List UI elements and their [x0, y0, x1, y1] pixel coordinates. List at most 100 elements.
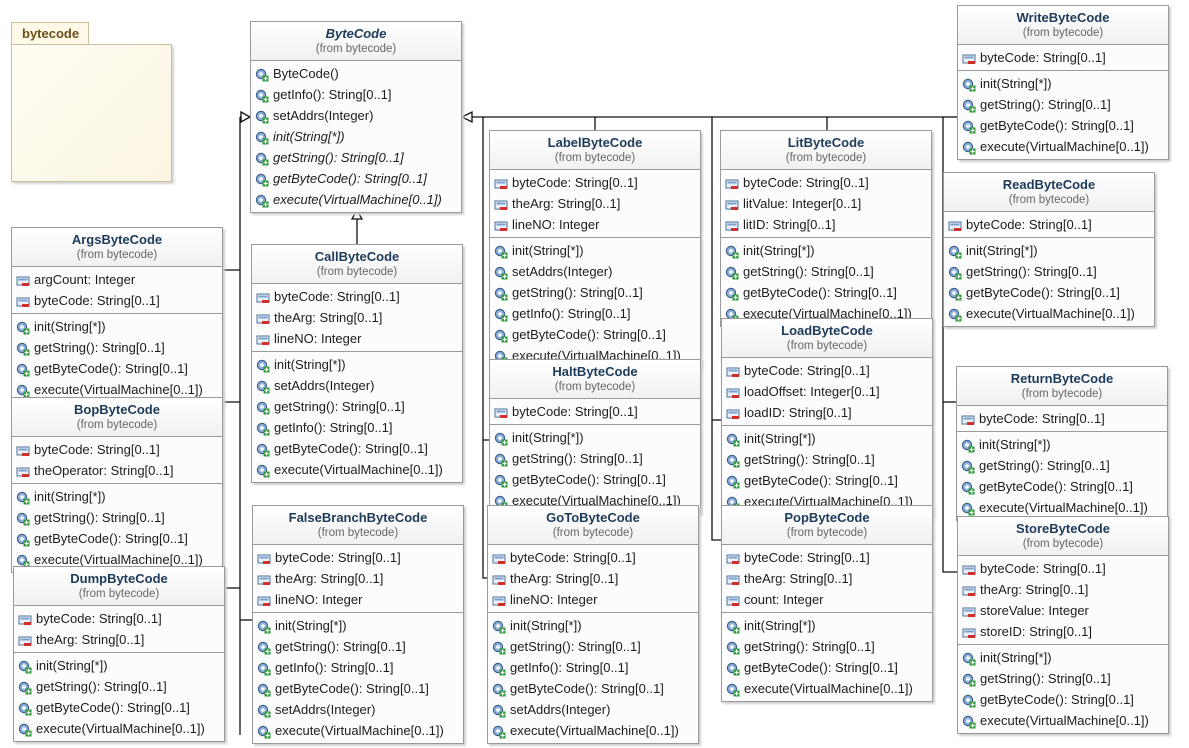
operation-row[interactable]: getInfo(): String[0..1]: [251, 84, 461, 105]
attribute-row[interactable]: byteCode: String[0..1]: [14, 608, 224, 629]
attribute-row[interactable]: theArg: String[0..1]: [14, 629, 224, 650]
operation-row[interactable]: getByteCode(): String[0..1]: [944, 282, 1154, 303]
class-box-false-branch-byte-code[interactable]: FalseBranchByteCode(from bytecode)byteCo…: [252, 505, 464, 744]
attribute-row[interactable]: byteCode: String[0..1]: [488, 547, 698, 568]
class-box-lit-byte-code[interactable]: LitByteCode(from bytecode)byteCode: Stri…: [720, 130, 932, 327]
operation-row[interactable]: getByteCode(): String[0..1]: [14, 697, 224, 718]
operation-row[interactable]: setAddrs(Integer): [488, 699, 698, 720]
operation-row[interactable]: getByteCode(): String[0..1]: [722, 470, 932, 491]
operation-row[interactable]: execute(VirtualMachine[0..1]): [253, 720, 463, 741]
operation-row[interactable]: getString(): String[0..1]: [490, 448, 700, 469]
operation-row[interactable]: getString(): String[0..1]: [12, 337, 222, 358]
operation-row[interactable]: init(String[*]): [490, 240, 700, 261]
operation-row[interactable]: execute(VirtualMachine[0..1]): [958, 710, 1168, 731]
class-box-bop-byte-code[interactable]: BopByteCode(from bytecode)byteCode: Stri…: [11, 397, 223, 573]
operation-row[interactable]: execute(VirtualMachine[0..1]): [944, 303, 1154, 324]
attribute-row[interactable]: theArg: String[0..1]: [722, 568, 932, 589]
class-box-return-byte-code[interactable]: ReturnByteCode(from bytecode)byteCode: S…: [956, 366, 1168, 521]
attribute-row[interactable]: byteCode: String[0..1]: [958, 558, 1168, 579]
operation-row[interactable]: init(String[*]): [944, 240, 1154, 261]
operation-row[interactable]: getString(): String[0..1]: [958, 668, 1168, 689]
operation-row[interactable]: execute(VirtualMachine[0..1]): [14, 718, 224, 739]
class-box-read-byte-code[interactable]: ReadByteCode(from bytecode)byteCode: Str…: [943, 172, 1155, 327]
class-box-halt-byte-code[interactable]: HaltByteCode(from bytecode)byteCode: Str…: [489, 359, 701, 514]
attribute-row[interactable]: theOperator: String[0..1]: [12, 460, 222, 481]
operation-row[interactable]: getString(): String[0..1]: [12, 507, 222, 528]
operation-row[interactable]: getByteCode(): String[0..1]: [957, 476, 1167, 497]
operation-row[interactable]: execute(VirtualMachine[0..1]): [12, 549, 222, 570]
operation-row[interactable]: setAddrs(Integer): [490, 261, 700, 282]
attribute-row[interactable]: storeID: String[0..1]: [958, 621, 1168, 642]
operation-row[interactable]: execute(VirtualMachine[0..1]): [488, 720, 698, 741]
operation-row[interactable]: init(String[*]): [721, 240, 931, 261]
attribute-row[interactable]: byteCode: String[0..1]: [722, 360, 932, 381]
attribute-row[interactable]: argCount: Integer: [12, 269, 222, 290]
attribute-row[interactable]: theArg: String[0..1]: [252, 307, 462, 328]
attribute-row[interactable]: byteCode: String[0..1]: [12, 439, 222, 460]
operation-row[interactable]: init(String[*]): [12, 486, 222, 507]
operation-row[interactable]: ByteCode(): [251, 63, 461, 84]
operation-row[interactable]: getByteCode(): String[0..1]: [490, 469, 700, 490]
class-box-byte-code[interactable]: ByteCode(from bytecode)ByteCode()getInfo…: [250, 21, 462, 213]
operation-row[interactable]: init(String[*]): [12, 316, 222, 337]
operation-row[interactable]: getByteCode(): String[0..1]: [12, 358, 222, 379]
attribute-row[interactable]: byteCode: String[0..1]: [957, 408, 1167, 429]
operation-row[interactable]: init(String[*]): [253, 615, 463, 636]
attribute-row[interactable]: lineNO: Integer: [490, 214, 700, 235]
package-tab[interactable]: bytecode: [11, 22, 89, 45]
attribute-row[interactable]: byteCode: String[0..1]: [944, 214, 1154, 235]
attribute-row[interactable]: litID: String[0..1]: [721, 214, 931, 235]
operation-row[interactable]: init(String[*]): [958, 647, 1168, 668]
operation-row[interactable]: getString(): String[0..1]: [490, 282, 700, 303]
class-box-go-to-byte-code[interactable]: GoToByteCode(from bytecode)byteCode: Str…: [487, 505, 699, 744]
operation-row[interactable]: setAddrs(Integer): [252, 375, 462, 396]
operation-row[interactable]: getByteCode(): String[0..1]: [12, 528, 222, 549]
operation-row[interactable]: getString(): String[0..1]: [251, 147, 461, 168]
operation-row[interactable]: execute(VirtualMachine[0..1]): [722, 678, 932, 699]
class-box-label-byte-code[interactable]: LabelByteCode(from bytecode)byteCode: St…: [489, 130, 701, 369]
attribute-row[interactable]: lineNO: Integer: [252, 328, 462, 349]
operation-row[interactable]: execute(VirtualMachine[0..1]): [957, 497, 1167, 518]
class-box-pop-byte-code[interactable]: PopByteCode(from bytecode)byteCode: Stri…: [721, 505, 933, 702]
operation-row[interactable]: getInfo(): String[0..1]: [252, 417, 462, 438]
operation-row[interactable]: getString(): String[0..1]: [488, 636, 698, 657]
operation-row[interactable]: execute(VirtualMachine[0..1]): [251, 189, 461, 210]
operation-row[interactable]: init(String[*]): [722, 615, 932, 636]
operation-row[interactable]: execute(VirtualMachine[0..1]): [12, 379, 222, 400]
class-box-call-byte-code[interactable]: CallByteCode(from bytecode)byteCode: Str…: [251, 244, 463, 483]
operation-row[interactable]: init(String[*]): [488, 615, 698, 636]
attribute-row[interactable]: count: Integer: [722, 589, 932, 610]
attribute-row[interactable]: byteCode: String[0..1]: [12, 290, 222, 311]
operation-row[interactable]: getString(): String[0..1]: [958, 94, 1168, 115]
attribute-row[interactable]: theArg: String[0..1]: [253, 568, 463, 589]
operation-row[interactable]: getByteCode(): String[0..1]: [252, 438, 462, 459]
operation-row[interactable]: getByteCode(): String[0..1]: [253, 678, 463, 699]
operation-row[interactable]: getByteCode(): String[0..1]: [958, 689, 1168, 710]
attribute-row[interactable]: lineNO: Integer: [253, 589, 463, 610]
operation-row[interactable]: getString(): String[0..1]: [722, 449, 932, 470]
operation-row[interactable]: getByteCode(): String[0..1]: [721, 282, 931, 303]
operation-row[interactable]: init(String[*]): [722, 428, 932, 449]
operation-row[interactable]: getString(): String[0..1]: [721, 261, 931, 282]
operation-row[interactable]: getString(): String[0..1]: [253, 636, 463, 657]
operation-row[interactable]: getInfo(): String[0..1]: [490, 303, 700, 324]
operation-row[interactable]: init(String[*]): [251, 126, 461, 147]
attribute-row[interactable]: byteCode: String[0..1]: [252, 286, 462, 307]
attribute-row[interactable]: byteCode: String[0..1]: [490, 172, 700, 193]
attribute-row[interactable]: byteCode: String[0..1]: [721, 172, 931, 193]
operation-row[interactable]: execute(VirtualMachine[0..1]): [252, 459, 462, 480]
attribute-row[interactable]: byteCode: String[0..1]: [490, 401, 700, 422]
package-body[interactable]: [11, 44, 172, 182]
operation-row[interactable]: getString(): String[0..1]: [14, 676, 224, 697]
operation-row[interactable]: init(String[*]): [958, 73, 1168, 94]
attribute-row[interactable]: loadID: String[0..1]: [722, 402, 932, 423]
operation-row[interactable]: getString(): String[0..1]: [252, 396, 462, 417]
operation-row[interactable]: init(String[*]): [14, 655, 224, 676]
attribute-row[interactable]: byteCode: String[0..1]: [253, 547, 463, 568]
operation-row[interactable]: getInfo(): String[0..1]: [488, 657, 698, 678]
operation-row[interactable]: setAddrs(Integer): [253, 699, 463, 720]
operation-row[interactable]: getString(): String[0..1]: [957, 455, 1167, 476]
class-box-args-byte-code[interactable]: ArgsByteCode(from bytecode)argCount: Int…: [11, 227, 223, 403]
operation-row[interactable]: init(String[*]): [490, 427, 700, 448]
attribute-row[interactable]: byteCode: String[0..1]: [958, 47, 1168, 68]
